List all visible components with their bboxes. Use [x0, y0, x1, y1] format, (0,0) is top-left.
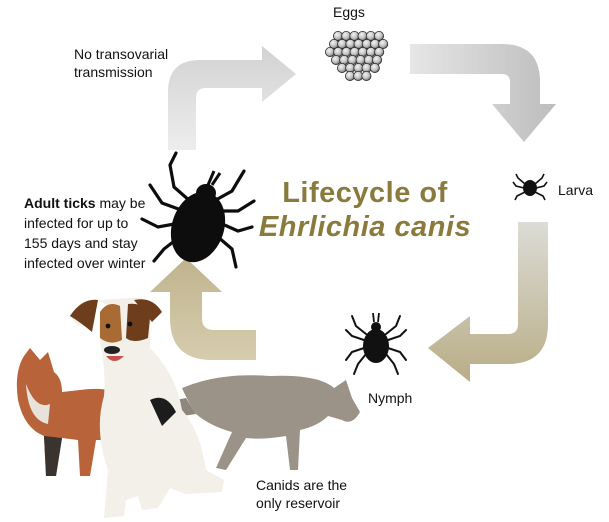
- egg: [362, 71, 371, 80]
- egg-cluster-image: [325, 31, 387, 80]
- adult-line2: infected for up to: [24, 213, 145, 233]
- eggs-label: Eggs: [333, 3, 365, 21]
- reservoir-note: Canids are the only reservoir: [256, 476, 347, 512]
- arrow-eggs-to-larva: [410, 44, 556, 142]
- adult-line3: 155 days and stay: [24, 233, 145, 253]
- egg: [370, 63, 379, 72]
- adult-tick-image: [142, 153, 254, 269]
- adult-line4: infected over winter: [24, 253, 145, 273]
- arrow-adult-to-eggs: [168, 46, 296, 150]
- larva-tick-image: [513, 174, 547, 200]
- reservoir-line2: only reservoir: [256, 494, 347, 512]
- nymph-label: Nymph: [368, 389, 412, 407]
- adult-ticks-note: Adult ticks may be infected for up to 15…: [24, 193, 145, 273]
- adult-line1: Adult ticks may be: [24, 193, 145, 213]
- title-line1: Lifecycle of: [240, 176, 490, 210]
- adult-line1-rest: may be: [96, 195, 146, 211]
- arrow-canids-to-adult: [150, 258, 256, 360]
- reservoir-line1: Canids are the: [256, 476, 347, 494]
- transovarial-note: No transovarial transmission: [74, 45, 168, 81]
- nymph-tick-image: [346, 313, 406, 374]
- diagram-title: Lifecycle of Ehrlichia canis: [240, 176, 490, 244]
- transovarial-line1: No transovarial: [74, 45, 168, 63]
- adult-ticks-bold: Adult ticks: [24, 195, 96, 211]
- title-line2: Ehrlichia canis: [240, 210, 490, 244]
- arrow-larva-to-nymph: [428, 222, 548, 382]
- transovarial-line2: transmission: [74, 63, 168, 81]
- larva-label: Larva: [558, 181, 593, 199]
